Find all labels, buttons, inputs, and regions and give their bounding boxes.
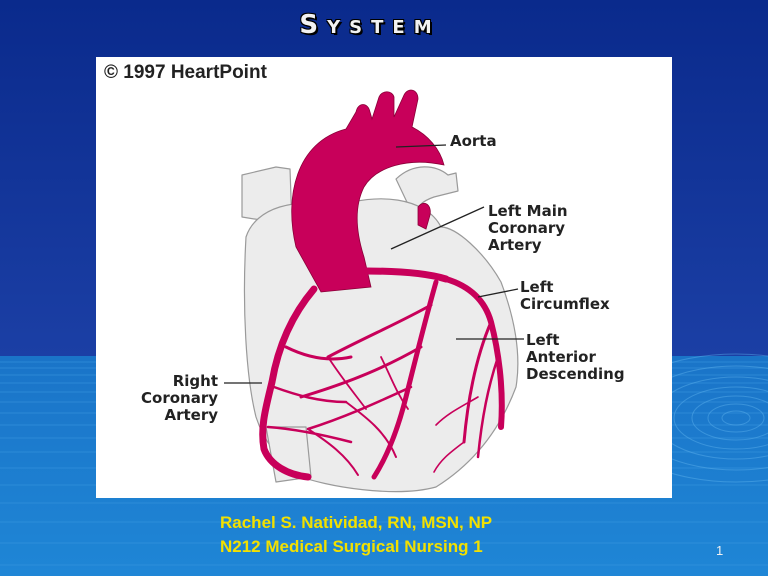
course-title: N212 Medical Surgical Nursing 1: [220, 537, 483, 556]
label-left-anterior-descending: Left Anterior Descending: [526, 331, 625, 383]
rca-branch-3: [266, 425, 353, 444]
ventricle-branch-6: [435, 396, 479, 426]
rca-branch-2: [272, 385, 348, 404]
lad-branch-1: [326, 303, 433, 359]
ventricle-branch-4: [380, 356, 409, 410]
rca-branch-1: [284, 345, 353, 361]
ventricle-branch-5: [433, 441, 465, 473]
label-left-circumflex: Left Circumflex: [520, 278, 610, 313]
cx-branch-2: [476, 355, 500, 459]
ventricle-branch-1: [345, 401, 397, 458]
lad-branch-3: [306, 385, 413, 431]
label-right-coronary-artery: Right Coronary Artery: [141, 372, 218, 424]
right-coronary-artery: [259, 285, 318, 481]
label-aorta: Aorta: [450, 132, 497, 150]
left-main-coronary: [362, 267, 450, 283]
circumflex-leader: [477, 288, 519, 298]
page-number: 1: [716, 543, 724, 558]
left-auricle: [417, 202, 431, 230]
aorta: [291, 89, 445, 293]
left-main-leader: [390, 206, 485, 250]
ventricle-branch-3: [327, 356, 367, 410]
lad-branch-2: [299, 345, 423, 399]
heart-diagram-panel: © 1997 HeartPoint Aorta Left Main Corona…: [96, 57, 672, 498]
coronary-artery-diagram: [224, 89, 524, 493]
label-left-main-coronary-artery: Left Main Coronary Artery: [488, 202, 568, 254]
aorta-leader: [395, 144, 447, 148]
cx-branch-1: [462, 320, 493, 444]
author-credit: Rachel S. Natividad, RN, MSN, NP: [220, 513, 493, 532]
ventricle-branch-2: [307, 428, 359, 476]
copyright-text: © 1997 HeartPoint: [104, 62, 267, 83]
left-anterior-descending: [371, 279, 439, 480]
slide-title: System: [299, 10, 441, 40]
